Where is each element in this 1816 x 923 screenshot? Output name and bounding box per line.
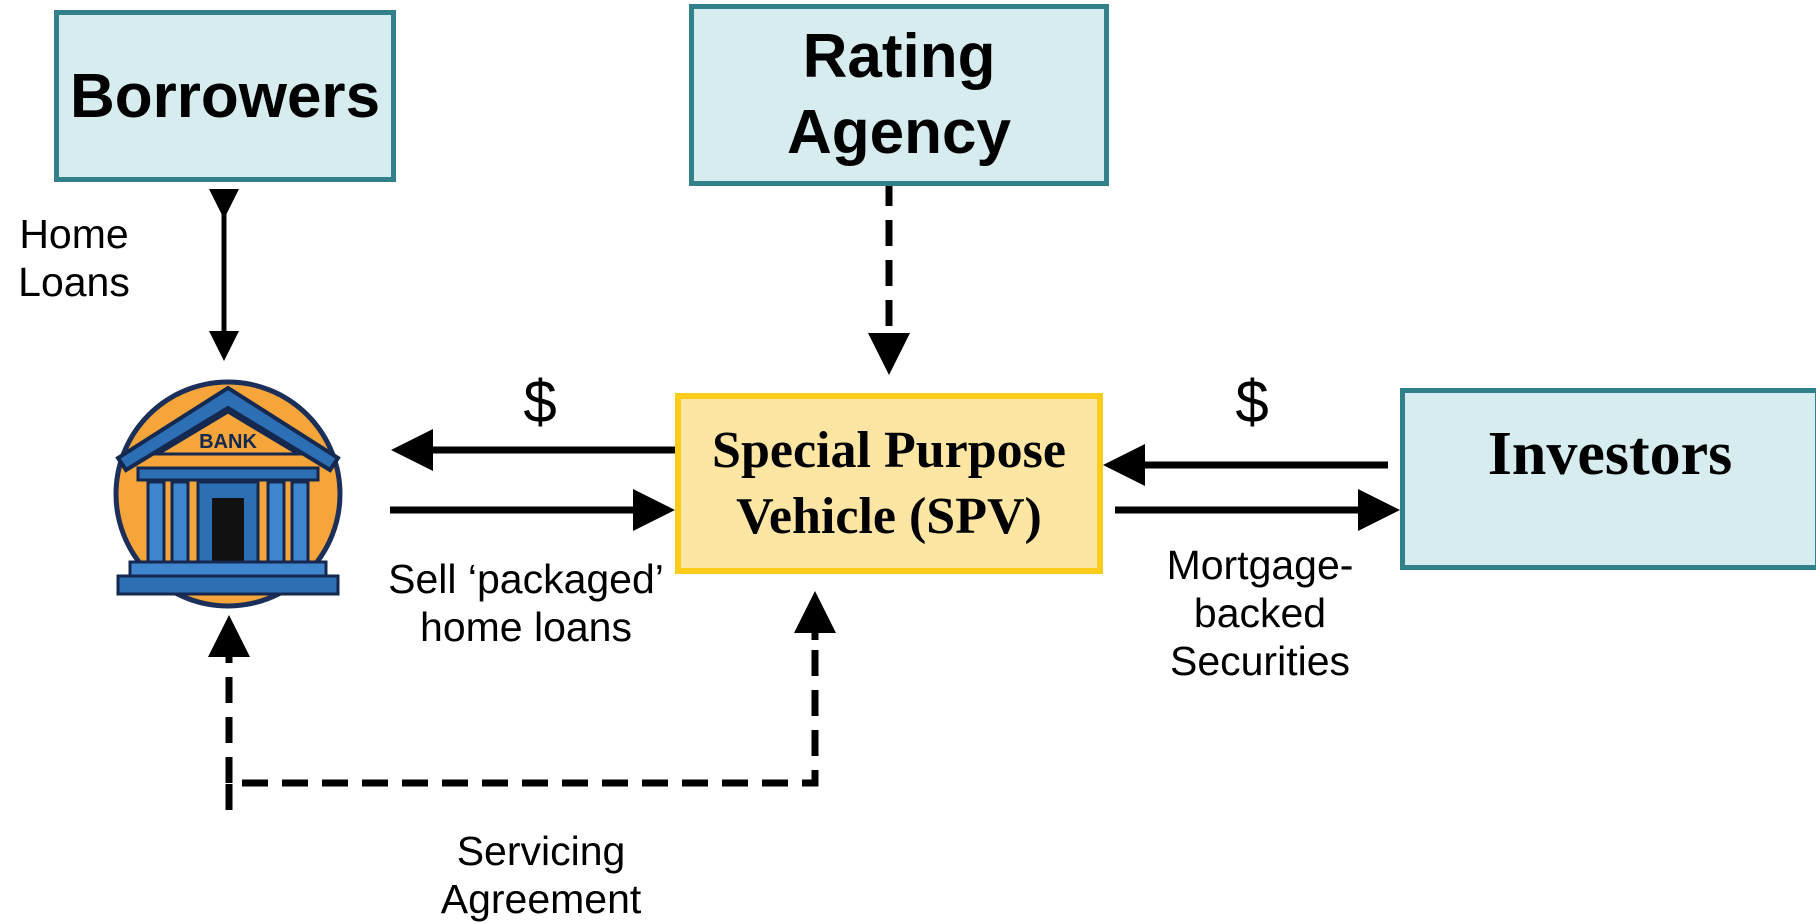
bank-building-icon: BANK (113, 379, 343, 609)
investors-box: Investors (1400, 388, 1816, 570)
dollar-investors-label: $ (1235, 368, 1269, 435)
home-loans-label: Home Loans (18, 211, 130, 305)
borrowers-box: Borrowers (54, 10, 396, 182)
borrowers-label: Borrowers (69, 61, 381, 131)
investors-label: Investors (1487, 420, 1733, 488)
mbs-label: Mortgage- backed Securities (1166, 542, 1354, 684)
spv-label: Special Purpose Vehicle (SPV) (712, 421, 1066, 545)
dollar-bank-label: $ (523, 368, 557, 435)
servicing-agreement-connector (225, 614, 819, 810)
rating-agency-label: Rating Agency (787, 22, 1011, 167)
rating-agency-box: Rating Agency (689, 4, 1109, 186)
spv-box: Special Purpose Vehicle (SPV) (675, 393, 1103, 574)
sell-packaged-label: Sell ‘packaged’ home loans (388, 556, 664, 650)
bank-sign: BANK (199, 431, 257, 453)
servicing-agreement-label: Servicing Agreement (440, 828, 642, 922)
